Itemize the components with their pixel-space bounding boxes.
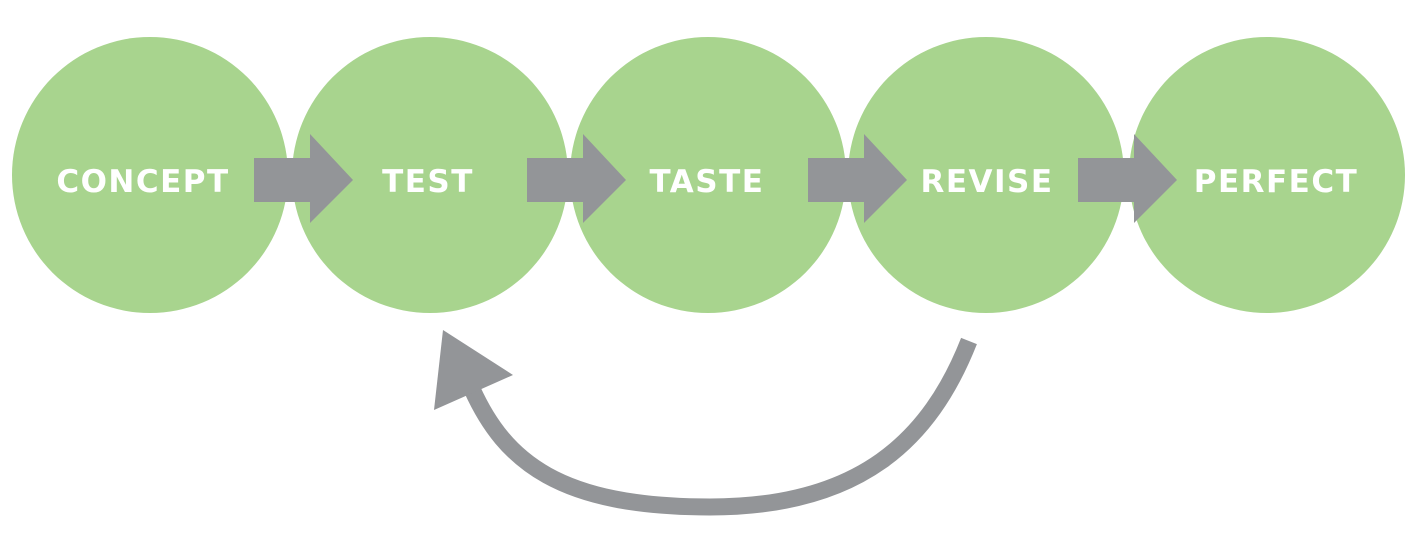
flow-arrows [254,134,1177,223]
stage-circle-concept [12,37,288,313]
stage-label-taste: TASTE [650,164,765,200]
arrow-concept-to-test [254,134,353,223]
feedback-loop-arrowhead [434,330,513,410]
stage-label-concept: CONCEPT [56,164,229,200]
stage-labels: CONCEPT TEST TASTE REVISE PERFECT [56,164,1359,200]
feedback-loop-arrow [434,330,977,516]
arrow-taste-to-revise [808,134,907,223]
stage-circle-test [292,37,568,313]
arrow-test-to-taste [527,134,626,223]
stage-label-test: TEST [382,164,474,200]
stage-circles [12,37,1405,313]
feedback-loop-curve [464,337,977,516]
stage-label-perfect: PERFECT [1194,164,1359,200]
stage-label-revise: REVISE [920,164,1053,200]
stage-circle-revise [848,37,1124,313]
stage-circle-taste [570,37,846,313]
stage-circle-perfect [1129,37,1405,313]
arrow-revise-to-perfect [1078,134,1177,223]
